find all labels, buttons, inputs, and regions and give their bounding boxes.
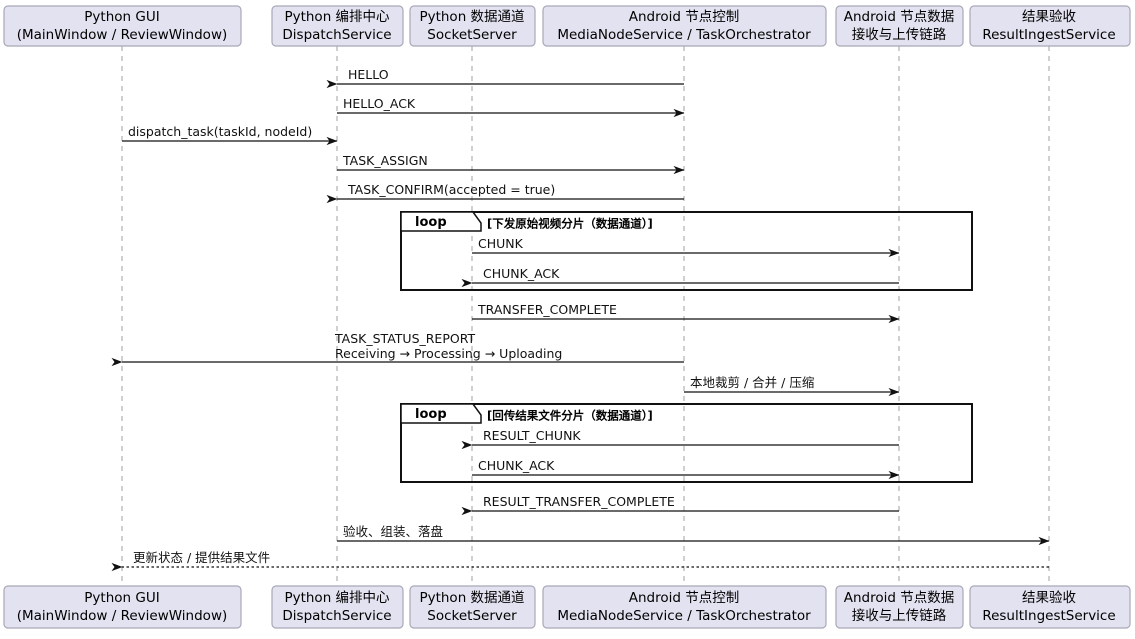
- participant-box: [969, 5, 1131, 47]
- participant-box: [835, 5, 964, 47]
- combined-fragment-loop1: loop [下发原始视频分片（数据通道）]: [400, 211, 973, 291]
- participant-footer-node[interactable]: Android 节点控制 MediaNodeService / TaskOrche…: [542, 585, 827, 629]
- participant-label-line2: DispatchService: [282, 608, 391, 624]
- message-label: RESULT_CHUNK: [483, 428, 581, 443]
- participant-label-line1: Android 节点控制: [629, 590, 740, 606]
- message-m7: CHUNK_ACK: [461, 266, 899, 288]
- message-m5: TASK_CONFIRM(accepted = true): [326, 182, 684, 204]
- participant-box: [409, 5, 536, 47]
- message-label: 本地裁剪 / 合并 / 压缩: [690, 375, 814, 390]
- participant-footer-gui[interactable]: Python GUI (MainWindow / ReviewWindow): [3, 585, 242, 629]
- message-label: HELLO: [348, 67, 389, 82]
- combined-fragment-loop2: loop [回传结果文件分片（数据通道）]: [400, 403, 973, 483]
- message-m4: TASK_ASSIGN: [337, 153, 685, 175]
- participant-label-line1: Android 节点数据: [844, 590, 955, 606]
- message-label: dispatch_task(taskId, nodeId): [128, 124, 312, 139]
- participant-label-line1: Python 数据通道: [419, 590, 524, 606]
- message-label: CHUNK_ACK: [478, 458, 555, 473]
- message-label: TASK_ASSIGN: [342, 153, 428, 168]
- participant-box: [969, 585, 1131, 629]
- participant-header-ingest[interactable]: 结果验收 ResultIngestService: [969, 5, 1131, 47]
- message-m1: HELLO: [326, 67, 684, 89]
- participant-label-line2: ResultIngestService: [982, 27, 1115, 43]
- participant-label-line2: SocketServer: [427, 608, 517, 624]
- participant-label-line1: Android 节点数据: [844, 9, 955, 25]
- participant-label-line2: 接收与上传链路: [852, 26, 947, 43]
- lifelines-layer: [121, 46, 1050, 586]
- message-m13: RESULT_TRANSFER_COMPLETE: [461, 494, 899, 516]
- participant-label-line2: ResultIngestService: [982, 608, 1115, 624]
- participant-box: [271, 585, 404, 629]
- message-label: TASK_STATUS_REPORT: [334, 331, 475, 346]
- message-label: 更新状态 / 提供结果文件: [133, 550, 270, 565]
- participant-box: [271, 5, 404, 47]
- participant-box: [542, 5, 827, 47]
- participant-header-gui[interactable]: Python GUI (MainWindow / ReviewWindow): [3, 5, 242, 47]
- participant-label-line1: Python 编排中心: [284, 590, 390, 606]
- fragment-guard-condition: [回传结果文件分片（数据通道）]: [487, 409, 653, 423]
- participant-label-line2: SocketServer: [427, 27, 517, 43]
- participant-footer-socket[interactable]: Python 数据通道 SocketServer: [409, 585, 536, 629]
- participant-label-line2: (MainWindow / ReviewWindow): [17, 27, 228, 43]
- participant-label-line2: MediaNodeService / TaskOrchestrator: [557, 608, 811, 624]
- message-m10: 本地裁剪 / 合并 / 压缩: [684, 375, 900, 397]
- participant-label-line1: Python 数据通道: [419, 9, 524, 25]
- fragment-border: [400, 403, 973, 483]
- message-m8: TRANSFER_COMPLETE: [472, 302, 900, 324]
- participant-label-line1: 结果验收: [1022, 9, 1076, 25]
- participant-box: [835, 585, 964, 629]
- participant-box: [409, 585, 536, 629]
- participant-label-line2: 接收与上传链路: [852, 607, 947, 624]
- participant-label-line2: (MainWindow / ReviewWindow): [17, 608, 228, 624]
- message-label-line2: Receiving → Processing → Uploading: [335, 346, 562, 361]
- participant-label-line1: Android 节点控制: [629, 9, 740, 25]
- participant-footer-ingest[interactable]: 结果验收 ResultIngestService: [969, 585, 1131, 629]
- message-m15: 更新状态 / 提供结果文件: [111, 550, 1049, 572]
- message-label: 验收、组装、落盘: [343, 524, 443, 539]
- message-m11: RESULT_CHUNK: [461, 428, 899, 450]
- participant-header-row: Python GUI(MainWindow / ReviewWindow)Pyt…: [3, 5, 1131, 47]
- message-label: CHUNK_ACK: [483, 266, 560, 281]
- fragment-operator-label: loop: [415, 215, 447, 230]
- participant-label-line1: 结果验收: [1022, 590, 1076, 606]
- message-m6: CHUNK: [472, 236, 900, 258]
- message-m14: 验收、组装、落盘: [337, 524, 1050, 546]
- message-label: CHUNK: [478, 236, 524, 251]
- message-label: RESULT_TRANSFER_COMPLETE: [483, 494, 675, 509]
- message-label: TASK_CONFIRM(accepted = true): [347, 182, 555, 197]
- participant-header-node[interactable]: Android 节点控制 MediaNodeService / TaskOrche…: [542, 5, 827, 47]
- fragment-border: [400, 211, 973, 291]
- participant-box: [3, 5, 242, 47]
- message-label: HELLO_ACK: [343, 96, 416, 111]
- participant-label-line2: DispatchService: [282, 27, 391, 43]
- participant-label-line1: Python 编排中心: [284, 9, 390, 25]
- participant-label-line1: Python GUI: [84, 590, 159, 606]
- fragment-operator-tag: [400, 403, 482, 424]
- frames-layer: loop [下发原始视频分片（数据通道）] loop [回传结果文件分片（数据通道）]: [400, 211, 973, 483]
- fragment-guard-condition: [下发原始视频分片（数据通道）]: [487, 217, 653, 231]
- fragment-operator-label: loop: [415, 407, 447, 422]
- message-label: TRANSFER_COMPLETE: [477, 302, 617, 317]
- participant-label-line1: Python GUI: [84, 9, 159, 25]
- participant-box: [542, 585, 827, 629]
- message-m3: dispatch_task(taskId, nodeId): [122, 124, 338, 146]
- message-m2: HELLO_ACK: [337, 96, 685, 118]
- participant-footer-dispatch[interactable]: Python 编排中心 DispatchService: [271, 585, 404, 629]
- participant-label-line2: MediaNodeService / TaskOrchestrator: [557, 27, 811, 43]
- message-m12: CHUNK_ACK: [472, 458, 900, 480]
- participant-box: [3, 585, 242, 629]
- participant-footer-row: Python GUI(MainWindow / ReviewWindow)Pyt…: [3, 585, 1131, 629]
- messages-layer: HELLO HELLO_ACK dispatch_task(taskId, node…: [111, 67, 1050, 572]
- participant-header-socket[interactable]: Python 数据通道 SocketServer: [409, 5, 536, 47]
- fragment-operator-tag: [400, 211, 482, 232]
- participant-header-dispatch[interactable]: Python 编排中心 DispatchService: [271, 5, 404, 47]
